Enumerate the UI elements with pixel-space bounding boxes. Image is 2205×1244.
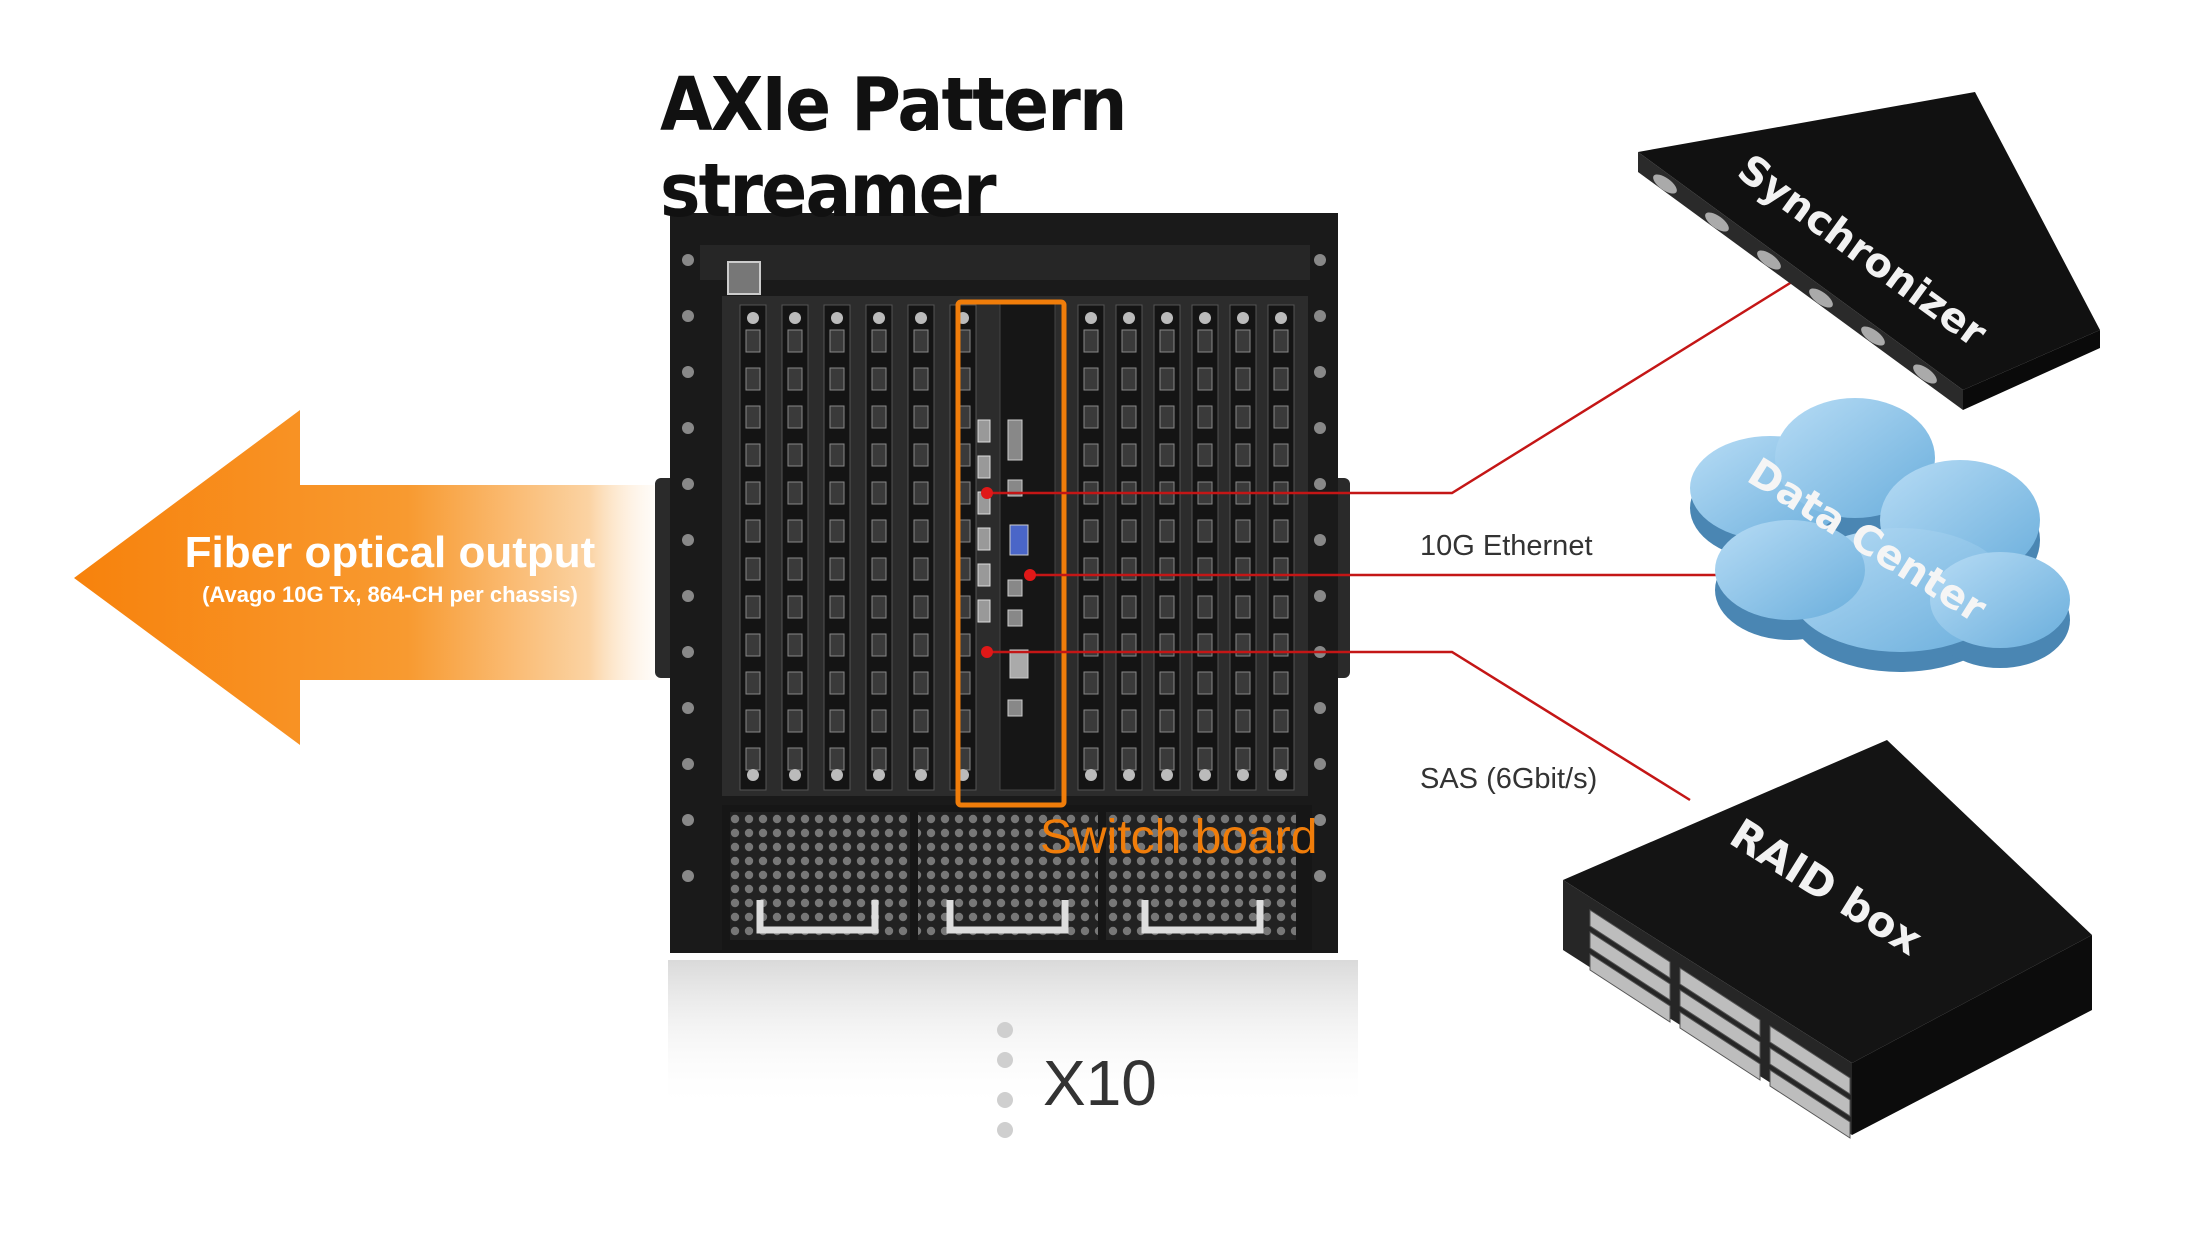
- stack-dots: [997, 1022, 1013, 1138]
- output-arrow-text: Fiber optical output (Avago 10G Tx, 864-…: [160, 528, 620, 608]
- output-arrow: [74, 410, 680, 745]
- blade-slot: [1115, 304, 1143, 791]
- link-synchronizer: [987, 278, 1796, 495]
- chassis: [655, 213, 1350, 953]
- multiplier-label: X10: [1043, 1047, 1157, 1119]
- blade-slot: [739, 304, 767, 791]
- blade-slot: [1153, 304, 1181, 791]
- rack-holes: [682, 254, 1326, 882]
- blade-slot: [781, 304, 809, 791]
- blade-slot: [823, 304, 851, 791]
- raid-device: RAID box: [1563, 740, 2092, 1139]
- dot-data-center: [1024, 569, 1036, 581]
- data-center-cloud: Data Center: [1690, 398, 2070, 672]
- blade-slot: [1077, 304, 1105, 791]
- dot-synchronizer: [981, 487, 993, 499]
- blade-slot: [1191, 304, 1219, 791]
- blade-slot: [1229, 304, 1257, 791]
- chassis-reflection: [668, 960, 1358, 1110]
- blade-slot: [907, 304, 935, 791]
- sas-label: SAS (6Gbit/s): [1420, 763, 1598, 795]
- connection-lines: [987, 278, 1796, 802]
- diagram-title: AXIe Pattern streamer: [660, 62, 1127, 234]
- switch-board-ports: [977, 419, 1029, 717]
- blade-slots: [739, 304, 1295, 791]
- link-raid: [987, 650, 1691, 802]
- output-main-label: Fiber optical output: [184, 528, 596, 577]
- switch-board-label: Switch board: [1040, 811, 1318, 864]
- blade-slot: [865, 304, 893, 791]
- output-sub-label: (Avago 10G Tx, 864-CH per chassis): [202, 582, 578, 607]
- switch-board-highlight: [955, 299, 1067, 808]
- connection-dots: [981, 487, 1036, 658]
- blade-slot: [949, 304, 977, 791]
- synchronizer-device: Synchronizer: [1638, 92, 2100, 410]
- ethernet-label: 10G Ethernet: [1420, 530, 1593, 562]
- blade-slot: [1267, 304, 1295, 791]
- dot-raid: [981, 646, 993, 658]
